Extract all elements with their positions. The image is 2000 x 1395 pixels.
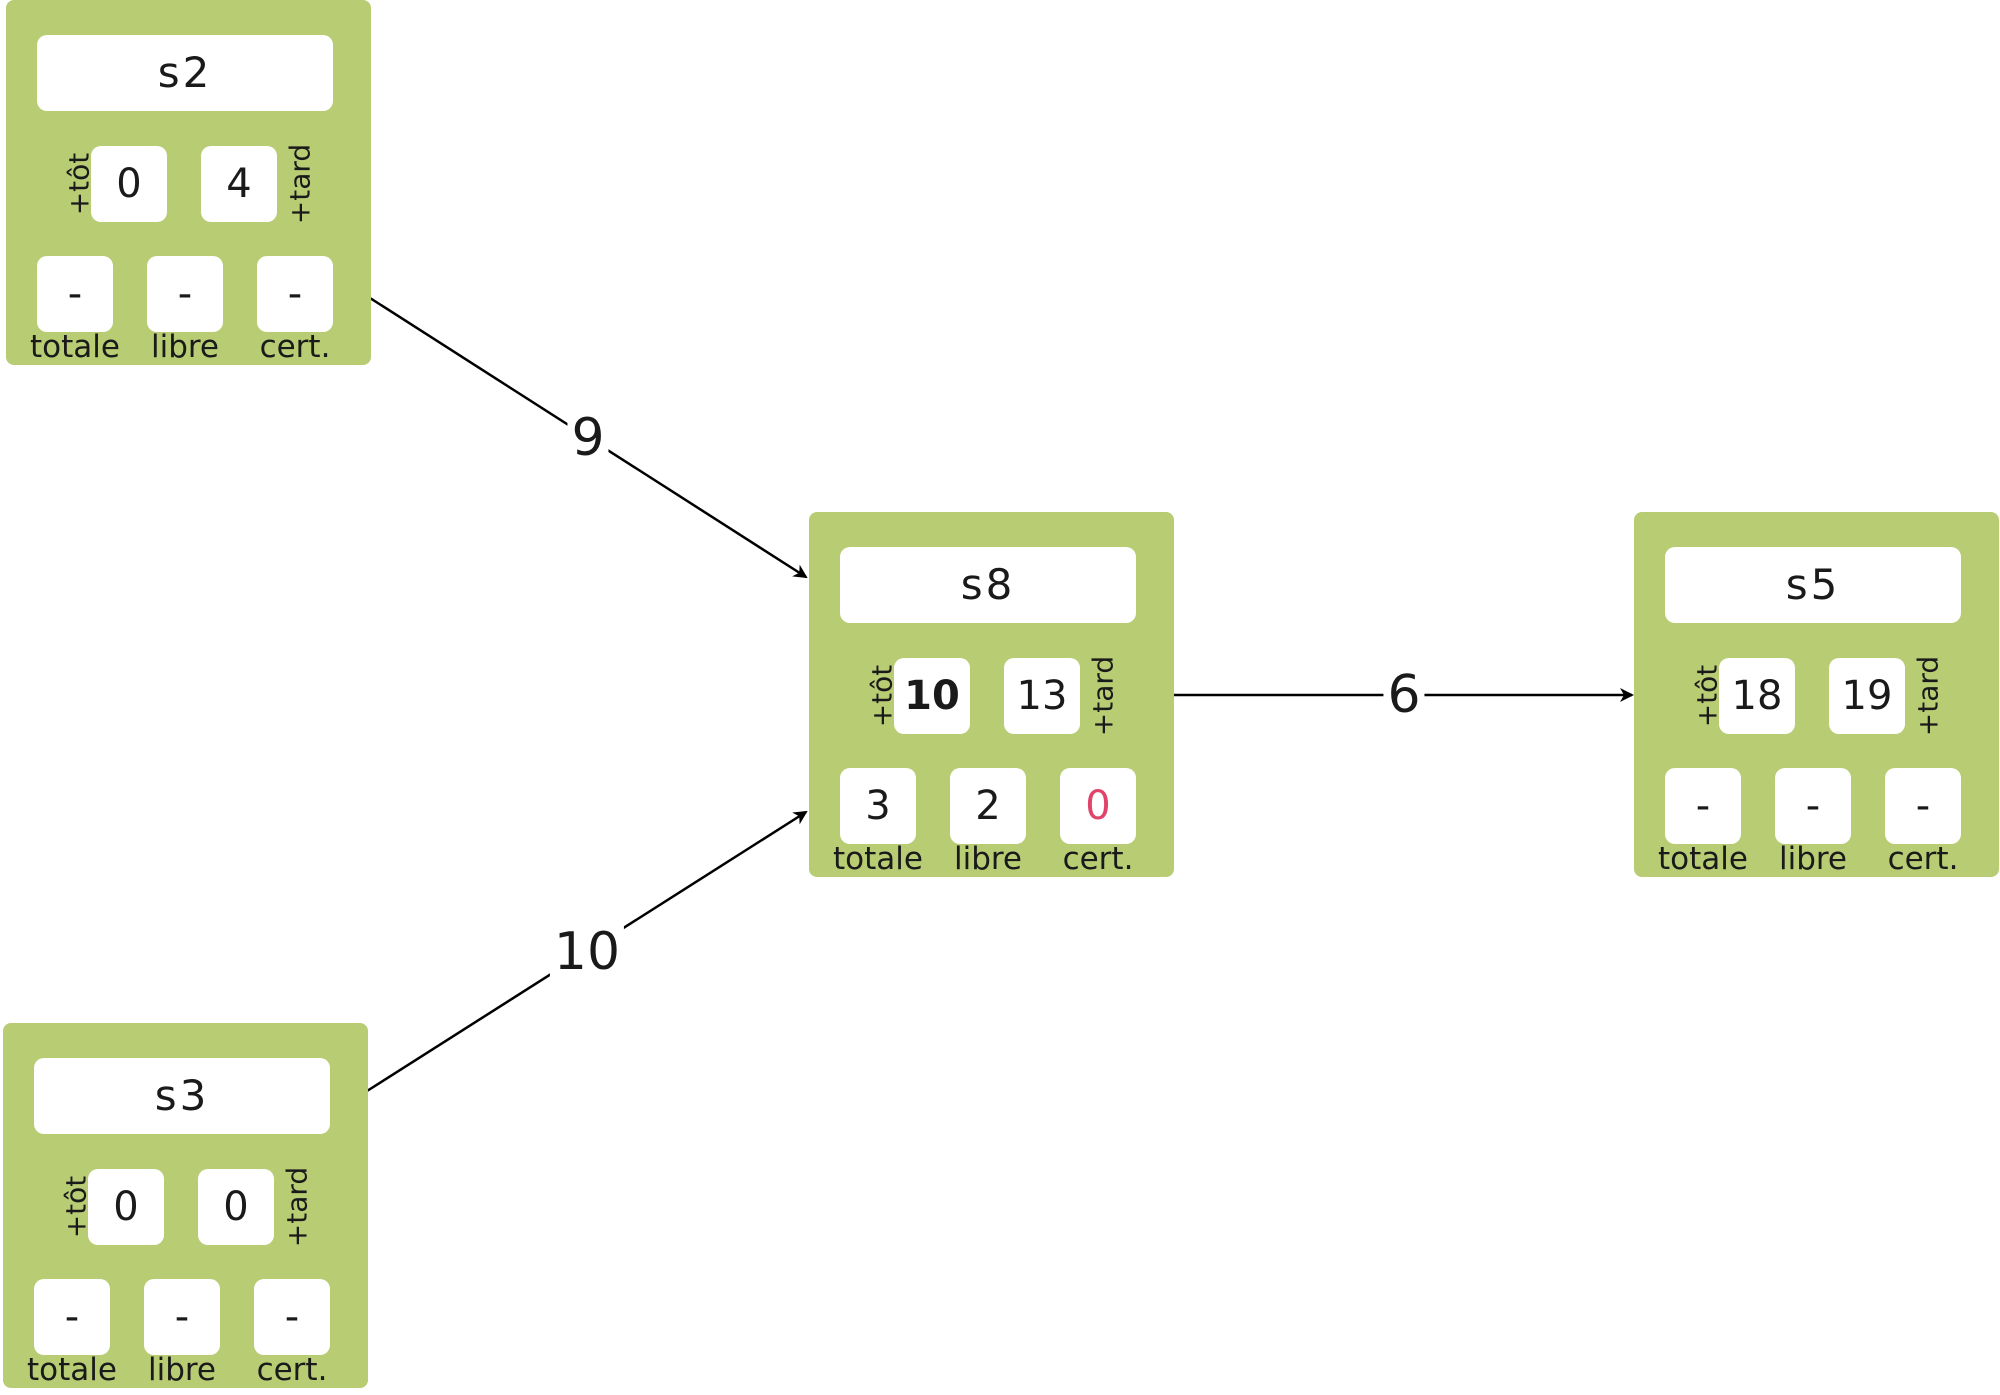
total-float-value: - bbox=[1665, 768, 1741, 844]
certain-float-value: - bbox=[1885, 768, 1961, 844]
latest-value: 19 bbox=[1829, 658, 1905, 734]
node-s5: s5 +tôt 18 19 +tard - - - totale libre c… bbox=[1634, 512, 1999, 877]
earliest-value: 0 bbox=[91, 146, 167, 222]
edge-weight-s3-s8: 10 bbox=[549, 922, 625, 982]
node-title: s8 bbox=[840, 547, 1136, 623]
total-float-value: - bbox=[37, 256, 113, 332]
free-float-label: libre bbox=[1778, 841, 1848, 877]
earliest-value: 0 bbox=[88, 1169, 164, 1245]
total-float-label: totale bbox=[30, 329, 120, 365]
latest-label: +tard bbox=[1086, 655, 1120, 737]
certain-float-value: 0 bbox=[1060, 768, 1136, 844]
total-float-label: totale bbox=[1658, 841, 1748, 877]
total-float-value: 3 bbox=[840, 768, 916, 844]
node-s3: s3 +tôt 0 0 +tard - - - totale libre cer… bbox=[3, 1023, 368, 1388]
certain-float-label: cert. bbox=[256, 1352, 328, 1388]
edge-weight-s2-s8: 9 bbox=[567, 408, 609, 468]
latest-value: 4 bbox=[201, 146, 277, 222]
free-float-value: - bbox=[144, 1279, 220, 1355]
free-float-value: - bbox=[147, 256, 223, 332]
certain-float-label: cert. bbox=[1062, 841, 1134, 877]
certain-float-value: - bbox=[257, 256, 333, 332]
node-title: s3 bbox=[34, 1058, 330, 1134]
free-float-value: 2 bbox=[950, 768, 1026, 844]
certain-float-label: cert. bbox=[259, 329, 331, 365]
free-float-label: libre bbox=[147, 1352, 217, 1388]
certain-float-value: - bbox=[254, 1279, 330, 1355]
edge-weight-s8-s5: 6 bbox=[1383, 665, 1425, 725]
certain-float-label: cert. bbox=[1887, 841, 1959, 877]
latest-value: 13 bbox=[1004, 658, 1080, 734]
total-float-value: - bbox=[34, 1279, 110, 1355]
latest-label: +tard bbox=[1911, 655, 1945, 737]
node-title: s2 bbox=[37, 35, 333, 111]
node-title: s5 bbox=[1665, 547, 1961, 623]
free-float-label: libre bbox=[953, 841, 1023, 877]
node-s8: s8 +tôt 10 13 +tard 3 2 0 totale libre c… bbox=[809, 512, 1174, 877]
latest-value: 0 bbox=[198, 1169, 274, 1245]
node-s2: s2 +tôt 0 4 +tard - - - totale libre cer… bbox=[6, 0, 371, 365]
free-float-value: - bbox=[1775, 768, 1851, 844]
earliest-value: 10 bbox=[894, 658, 970, 734]
total-float-label: totale bbox=[27, 1352, 117, 1388]
total-float-label: totale bbox=[833, 841, 923, 877]
latest-label: +tard bbox=[283, 143, 317, 225]
latest-label: +tard bbox=[280, 1166, 314, 1248]
free-float-label: libre bbox=[150, 329, 220, 365]
earliest-value: 18 bbox=[1719, 658, 1795, 734]
